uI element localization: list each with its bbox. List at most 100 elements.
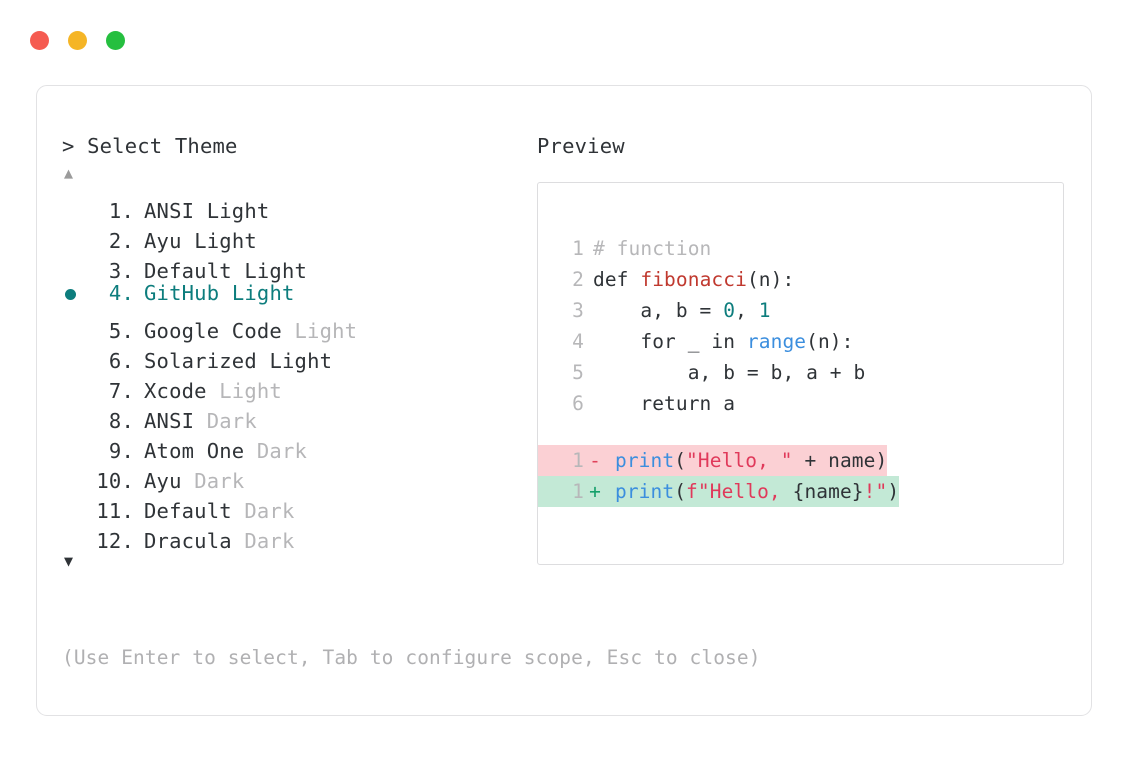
code-token: {name} <box>792 480 864 503</box>
diff-line-text: print(f"Hello, {name}!") <box>606 476 899 507</box>
theme-item-variant: Light <box>219 379 282 403</box>
theme-item-name: Default <box>144 499 232 523</box>
selection-indicator-cell <box>62 308 88 338</box>
theme-item-name: Xcode <box>144 379 207 403</box>
theme-list-item[interactable]: 7.Xcode Light <box>62 368 532 403</box>
code-token: 0 <box>723 299 736 322</box>
code-token: print <box>615 480 675 503</box>
code-line-number: 2 <box>572 268 584 291</box>
code-token: !" <box>863 480 888 503</box>
code-token: a, b = <box>593 299 724 322</box>
code-token: # function <box>593 237 712 260</box>
selection-indicator-cell <box>62 518 88 548</box>
code-line-number: 5 <box>572 361 584 384</box>
code-line: 3 a, b = 0, 1 <box>538 295 771 326</box>
code-token: ) <box>887 480 900 503</box>
diff-sign: - <box>589 449 601 472</box>
theme-list-item[interactable]: 10. Ayu Dark <box>62 458 532 493</box>
theme-item-name: Solarized <box>144 349 257 373</box>
theme-item-index: 11. <box>96 499 134 523</box>
scroll-up-arrow-icon[interactable]: ▲ <box>64 164 74 182</box>
theme-item-index: 2. <box>108 229 134 253</box>
code-token: range <box>746 330 807 353</box>
keyboard-hint: (Use Enter to select, Tab to configure s… <box>62 646 761 669</box>
diff-line-text: print("Hello, " + name) <box>606 445 887 476</box>
theme-item-name: GitHub <box>144 281 220 305</box>
code-line-text: for _ in range(n): <box>584 326 854 357</box>
theme-item-index: 3. <box>108 259 134 283</box>
code-line-text: def fibonacci(n): <box>584 264 794 295</box>
theme-list-item[interactable]: 2.Ayu Light <box>62 218 532 253</box>
theme-list-item[interactable]: 6.Solarized Light <box>62 338 532 373</box>
spacer <box>219 278 232 308</box>
theme-list-item[interactable]: 5.Google Code Light <box>62 308 532 343</box>
spacer <box>207 376 220 406</box>
theme-item-index: 6. <box>108 349 134 373</box>
theme-item-name: Ayu <box>144 469 182 493</box>
code-token: def <box>593 268 641 291</box>
code-token: (n): <box>746 268 795 291</box>
theme-list-item[interactable]: 8.ANSI Dark <box>62 398 532 433</box>
theme-list-item[interactable]: 9. Atom One Dark <box>62 428 532 463</box>
maximize-dot[interactable] <box>106 31 125 50</box>
theme-item-variant: Dark <box>256 439 308 463</box>
selected-bullet-icon <box>65 289 76 300</box>
spacer <box>244 436 257 466</box>
code-line-number: 1 <box>572 237 584 260</box>
theme-item-variant: Dark <box>194 469 245 493</box>
theme-item-name: Default <box>144 259 232 283</box>
theme-item-name: ANSI <box>144 199 195 223</box>
theme-item-variant: Dark <box>244 499 295 523</box>
selection-indicator-cell <box>62 368 88 398</box>
theme-item-variant: Light <box>294 319 358 343</box>
code-line-text: return a <box>584 388 735 419</box>
theme-item-variant: Light <box>194 229 257 253</box>
selection-indicator-cell <box>62 248 88 278</box>
theme-item-index: 5. <box>108 319 134 343</box>
spacer <box>257 346 270 376</box>
code-token: fibonacci <box>640 268 747 291</box>
diff-line-removed: 1-print("Hello, " + name) <box>538 445 888 476</box>
diff-line-number: 1 <box>572 480 584 503</box>
theme-item-variant: Light <box>206 199 270 223</box>
diff-line-number: 1 <box>572 449 584 472</box>
scroll-down-arrow-icon[interactable]: ▼ <box>64 552 74 570</box>
code-token: return a <box>593 392 736 415</box>
theme-item-variant: Dark <box>244 529 295 553</box>
code-line-text: a, b = 0, 1 <box>584 295 771 326</box>
code-line-text: # function <box>584 233 711 264</box>
theme-item-index: 10. <box>96 469 134 493</box>
theme-item-variant: Light <box>231 281 295 305</box>
theme-list-item[interactable]: 4.GitHub Light <box>62 278 532 308</box>
spacer <box>232 496 245 526</box>
theme-item-index: 8. <box>108 409 134 433</box>
code-gap <box>538 419 1063 445</box>
selection-indicator-cell <box>62 458 88 488</box>
select-theme-prompt: > Select Theme <box>62 134 238 158</box>
theme-item-name: Atom One <box>144 439 245 463</box>
theme-list-item[interactable]: 3.Default Light <box>62 248 532 283</box>
code-token: print <box>615 449 675 472</box>
close-dot[interactable] <box>30 31 49 50</box>
theme-item-index: 9. <box>108 439 134 463</box>
code-token: ( <box>674 480 687 503</box>
preview-label: Preview <box>537 134 625 158</box>
theme-item-variant: Dark <box>206 409 257 433</box>
code-token: (n): <box>806 330 854 353</box>
code-token: 1 <box>758 299 771 322</box>
selection-indicator-cell <box>62 218 88 248</box>
theme-list-item[interactable]: 12.Dracula Dark <box>62 518 532 553</box>
theme-list-item[interactable]: 11. Default Dark <box>62 488 532 523</box>
diff-line-added: 1+print(f"Hello, {name}!") <box>538 476 900 507</box>
theme-list-item[interactable]: 1.ANSI Light <box>62 188 532 223</box>
spacer <box>282 316 295 346</box>
minimize-dot[interactable] <box>68 31 87 50</box>
selection-indicator-cell <box>62 280 88 310</box>
